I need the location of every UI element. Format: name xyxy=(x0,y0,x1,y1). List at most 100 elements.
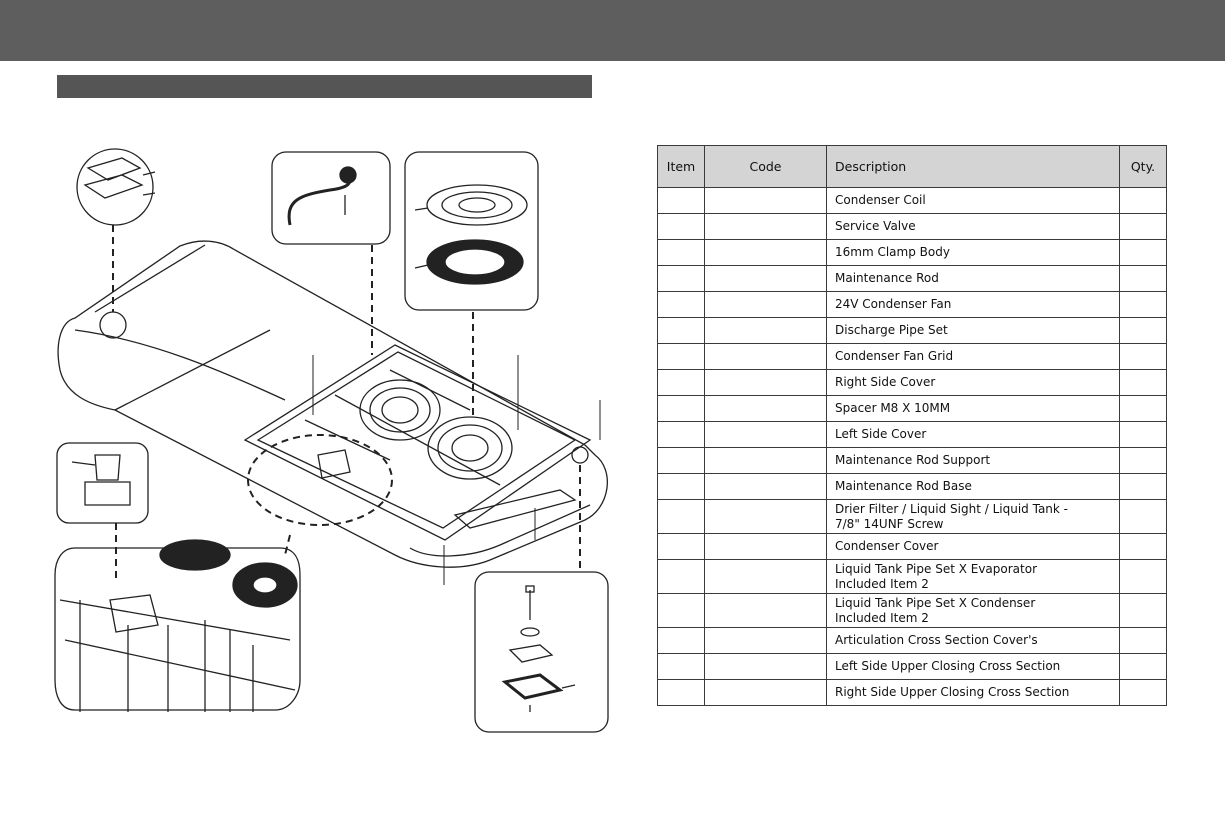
cell-description: Spacer M8 X 10MM xyxy=(826,395,1120,422)
table-row: Condenser Cover xyxy=(657,533,1167,560)
fan-left xyxy=(359,379,441,441)
condenser-divider xyxy=(334,394,501,486)
drier-filter xyxy=(317,449,351,479)
cell-qty xyxy=(1119,473,1167,500)
description-line-1: Drier Filter / Liquid Sight / Liquid Tan… xyxy=(835,501,1068,516)
cell-code xyxy=(704,653,827,680)
cell-code xyxy=(704,265,827,292)
cell-item xyxy=(657,213,705,240)
cell-item xyxy=(657,447,705,474)
table-row: Right Side Upper Closing Cross Section xyxy=(657,679,1167,706)
condenser-frame-inner xyxy=(256,351,577,529)
cell-qty xyxy=(1119,265,1167,292)
cell-description: Drier Filter / Liquid Sight / Liquid Tan… xyxy=(826,499,1120,534)
cell-description: 16mm Clamp Body xyxy=(826,239,1120,266)
cell-code xyxy=(704,291,827,318)
header-item: Item xyxy=(657,145,705,188)
cell-code xyxy=(704,421,827,448)
header-band xyxy=(0,0,1225,61)
description-line-1: Liquid Tank Pipe Set X Evaporator xyxy=(835,561,1038,576)
cell-qty xyxy=(1119,559,1167,594)
cell-item xyxy=(657,317,705,344)
cell-code xyxy=(704,499,827,534)
table-row: Articulation Cross Section Cover's xyxy=(657,627,1167,654)
cell-description: Condenser Fan Grid xyxy=(826,343,1120,370)
fan-right xyxy=(427,416,513,480)
housing-mid-line xyxy=(74,329,286,401)
cell-qty xyxy=(1119,213,1167,240)
detail-box-discharge-pipe xyxy=(271,151,391,245)
description-line-2: 7/8" 14UNF Screw xyxy=(835,516,944,531)
cell-code xyxy=(704,369,827,396)
table-row: 16mm Clamp Body xyxy=(657,239,1167,266)
table-row: Condenser Coil xyxy=(657,187,1167,214)
cell-code xyxy=(704,473,827,500)
cell-code xyxy=(704,447,827,474)
cell-item xyxy=(657,559,705,594)
cell-item xyxy=(657,593,705,628)
header-qty: Qty. xyxy=(1119,145,1167,188)
detail-box-fan xyxy=(404,151,539,311)
housing-front-lip xyxy=(409,504,591,557)
cell-item xyxy=(657,421,705,448)
cell-code xyxy=(704,679,827,706)
cell-description: Condenser Coil xyxy=(826,187,1120,214)
cell-item xyxy=(657,679,705,706)
cell-description: Articulation Cross Section Cover's xyxy=(826,627,1120,654)
cross-section-bar xyxy=(453,489,577,529)
cell-qty xyxy=(1119,421,1167,448)
section-title-bar xyxy=(57,75,592,98)
cell-item xyxy=(657,239,705,266)
header-description: Description xyxy=(826,145,1120,188)
cell-item xyxy=(657,473,705,500)
description-line-1: Liquid Tank Pipe Set X Condenser xyxy=(835,595,1036,610)
cell-item xyxy=(657,395,705,422)
cell-description: 24V Condenser Fan xyxy=(826,291,1120,318)
cell-description: Condenser Cover xyxy=(826,533,1120,560)
description-line-2: Included Item 2 xyxy=(835,576,929,591)
table-row: Discharge Pipe Set xyxy=(657,317,1167,344)
detail-box-spacer xyxy=(474,571,609,733)
cell-qty xyxy=(1119,369,1167,396)
cell-item xyxy=(657,343,705,370)
exploded-view-diagram xyxy=(54,148,609,733)
cell-code xyxy=(704,533,827,560)
cell-qty xyxy=(1119,291,1167,318)
cell-qty xyxy=(1119,653,1167,680)
cell-item xyxy=(657,627,705,654)
cell-qty xyxy=(1119,187,1167,214)
cell-qty xyxy=(1119,239,1167,266)
cell-description: Right Side Cover xyxy=(826,369,1120,396)
description-line-2: Included Item 2 xyxy=(835,610,929,625)
cell-qty xyxy=(1119,317,1167,344)
cell-item xyxy=(657,369,705,396)
table-row: Left Side Upper Closing Cross Section xyxy=(657,653,1167,680)
cell-code xyxy=(704,187,827,214)
cell-item xyxy=(657,265,705,292)
cell-description: Maintenance Rod xyxy=(826,265,1120,292)
cell-code xyxy=(704,213,827,240)
housing-lower-edge xyxy=(114,329,271,411)
condenser-frame xyxy=(243,344,592,541)
cell-description: Right Side Upper Closing Cross Section xyxy=(826,679,1120,706)
cell-code xyxy=(704,317,827,344)
cell-qty xyxy=(1119,343,1167,370)
cell-item xyxy=(657,187,705,214)
table-row: Right Side Cover xyxy=(657,369,1167,396)
cell-code xyxy=(704,239,827,266)
cell-item xyxy=(657,533,705,560)
detail-circle-profile xyxy=(76,148,154,226)
header-code: Code xyxy=(704,145,827,188)
table-row: Drier Filter / Liquid Sight / Liquid Tan… xyxy=(657,499,1167,534)
cell-code xyxy=(704,593,827,628)
cell-code xyxy=(704,627,827,654)
detail-box-service-valve xyxy=(56,442,149,524)
detail-enlarged-frame xyxy=(54,547,301,711)
table-row: Maintenance Rod xyxy=(657,265,1167,292)
table-row: Maintenance Rod Base xyxy=(657,473,1167,500)
cell-code xyxy=(704,395,827,422)
cell-item xyxy=(657,499,705,534)
